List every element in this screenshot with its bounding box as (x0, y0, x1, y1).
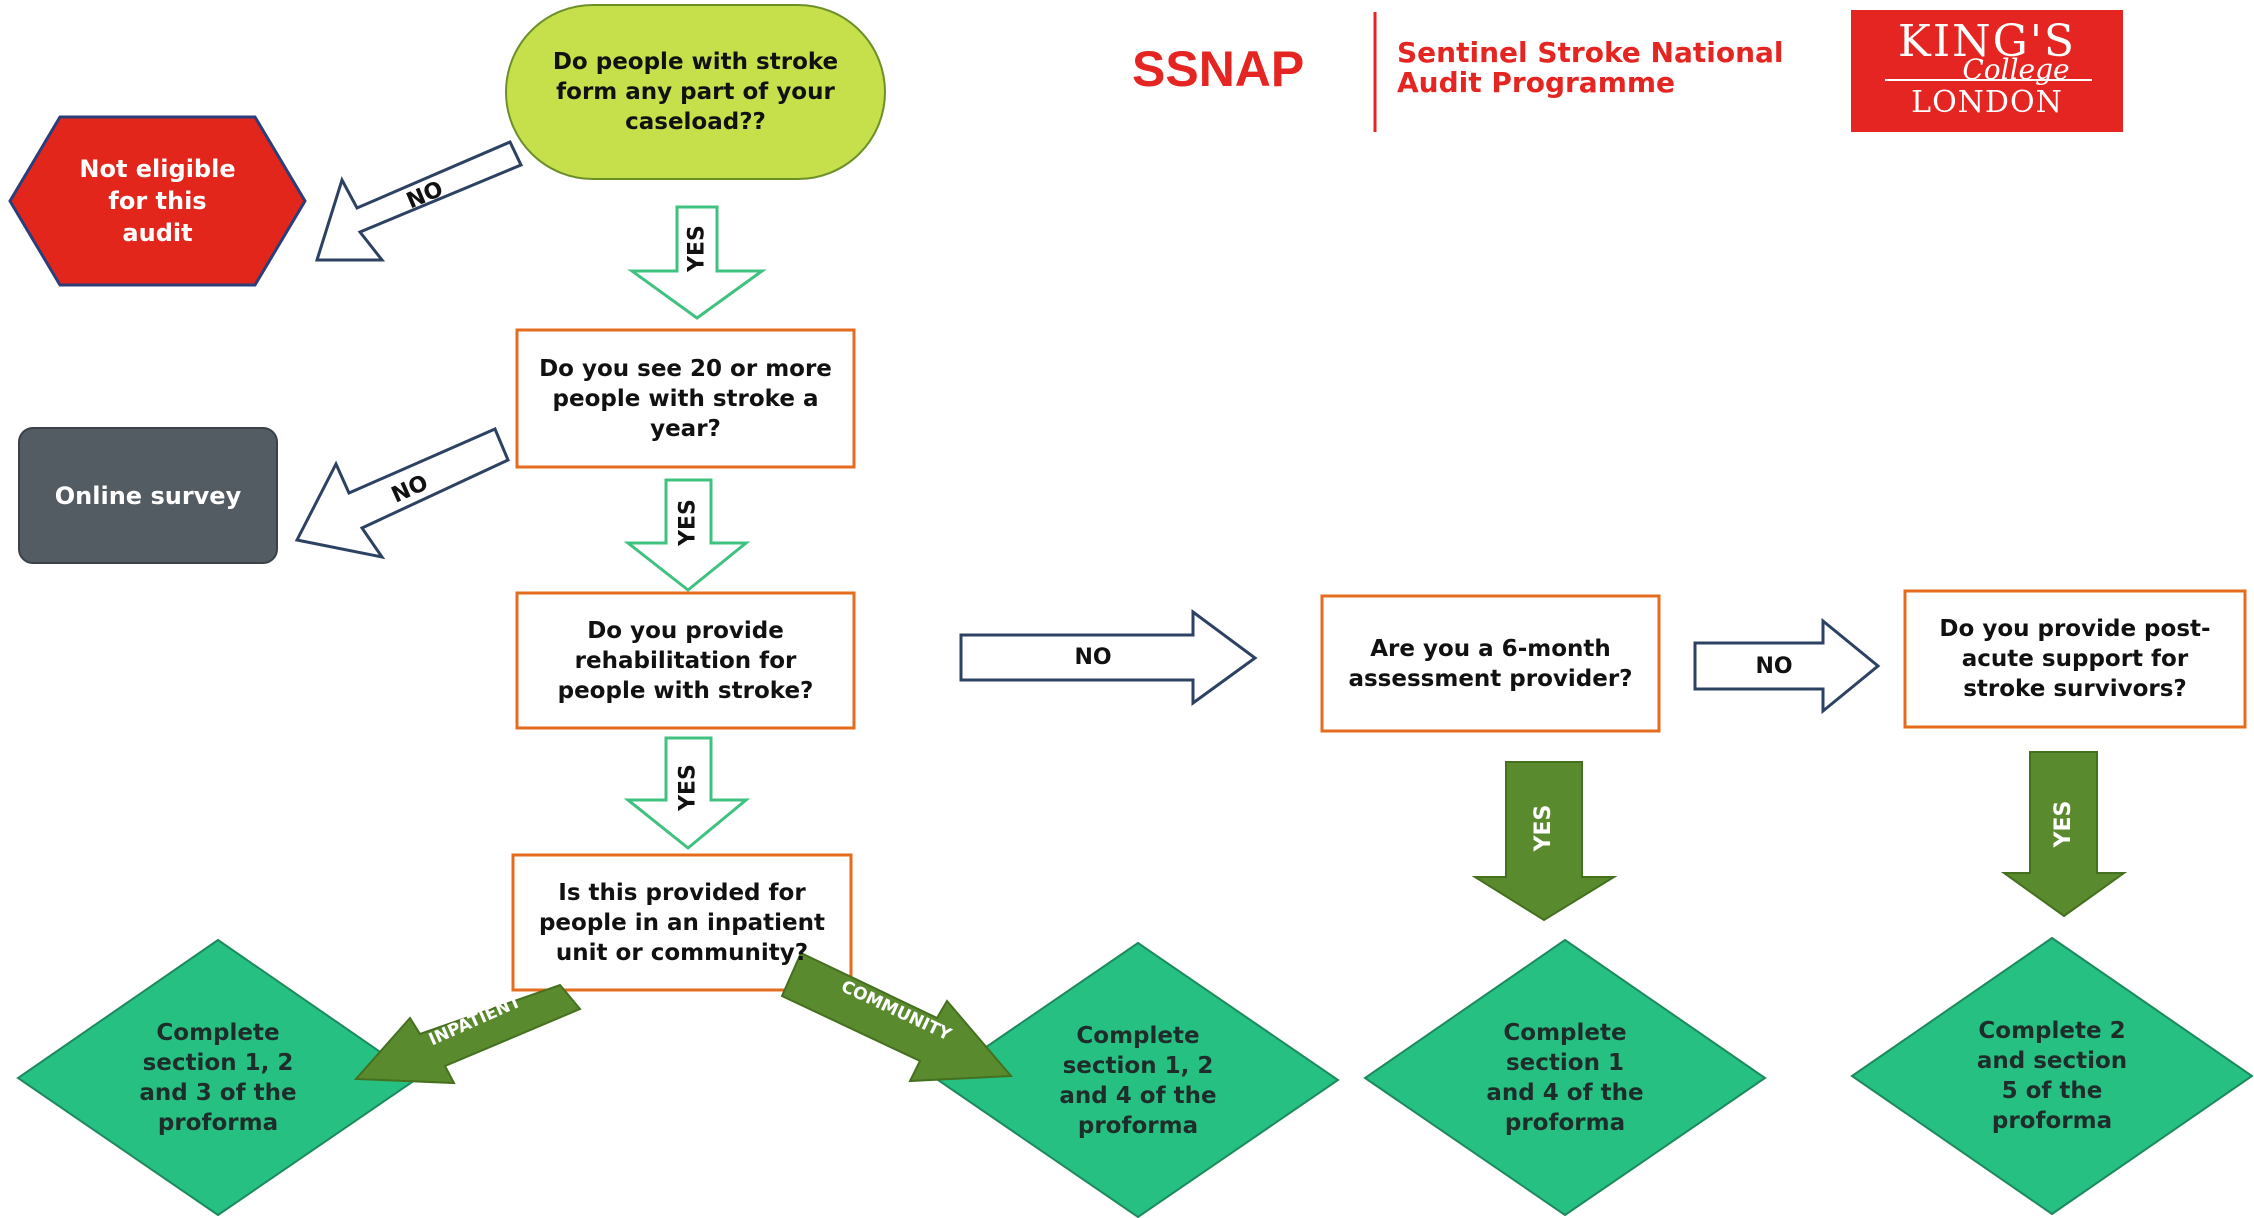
kings-logo-line-1: KING'S (1897, 16, 2077, 67)
yes-label-first: YES (684, 225, 710, 272)
no-arrow-post-acute (1693, 617, 1881, 715)
outcome-post-acute-text: Complete 2 and section 5 of the proforma (1976, 1018, 2128, 1134)
programme-name: Sentinel Stroke National Audit Programme (1397, 38, 1784, 98)
start-question-text: Do people with stroke form any part of y… (552, 49, 839, 135)
question-six-month-text: Are you a 6-month assessment provider? (1348, 635, 1633, 692)
kings-college-logo: KING'S College LONDON (1851, 10, 2123, 132)
yes-label-six-month: YES (1531, 804, 1556, 852)
question-box-twenty (515, 328, 856, 469)
question-rehabilitation: Do you provide rehabilitation for people… (517, 593, 854, 728)
programme-line-1: Sentinel Stroke National (1397, 36, 1784, 69)
question-twenty-per-year: Do you see 20 or more people with stroke… (517, 330, 854, 467)
kings-logo-line-3: LONDON (1911, 85, 2063, 120)
question-inpatient-or-community: Is this provided for people in an inpati… (513, 855, 851, 990)
yes-arrow-first (627, 205, 767, 320)
outcome-inpatient-text: Complete section 1, 2 and 3 of the profo… (139, 1020, 297, 1136)
not-eligible-label: Not eligible for this audit (40, 117, 275, 285)
outcome-community: Complete section 1, 2 and 4 of the profo… (1018, 1003, 1258, 1159)
outcome-post-acute: Complete 2 and section 5 of the proforma (1932, 998, 2172, 1154)
question-post-acute-text: Do you provide post- acute support for s… (1939, 616, 2211, 702)
start-shape (505, 4, 886, 180)
yes-label-post-acute: YES (2051, 800, 2076, 848)
outcome-inpatient: Complete section 1, 2 and 3 of the profo… (98, 1000, 338, 1156)
programme-line-2: Audit Programme (1397, 66, 1676, 99)
no-arrow-six-month (959, 609, 1258, 706)
yes-label-third: YES (675, 764, 701, 811)
outcome-six-month-text: Complete section 1 and 4 of the proforma (1486, 1020, 1644, 1136)
outcome-six-month: Complete section 1 and 4 of the proforma (1445, 1000, 1685, 1156)
online-survey-text: Online survey (54, 481, 242, 510)
outcome-diamond-inpatient (16, 938, 420, 1217)
outcome-diamond-post-acute (1850, 936, 2254, 1216)
inpatient-arrow (353, 983, 582, 1085)
question-box-six-month (1320, 594, 1661, 733)
online-survey-label: Online survey (19, 428, 277, 563)
no-label-six-month: NO (1074, 645, 1112, 670)
kings-college-logo-box (1851, 10, 2123, 132)
yes-arrow-six-month (1471, 761, 1618, 922)
question-rehab-text: Do you provide rehabilitation for people… (557, 617, 814, 704)
ssnap-logo-text: SSNAP (1132, 41, 1305, 97)
online-survey-box (18, 427, 278, 564)
question-setting-text: Is this provided for people in an inpati… (538, 879, 826, 966)
start-question: Do people with stroke form any part of y… (506, 5, 885, 179)
no-label-post-acute: NO (1755, 654, 1793, 679)
question-box-rehab (515, 591, 856, 730)
no-arrow-online-survey (294, 427, 510, 560)
question-box-post-acute (1903, 589, 2247, 729)
outcome-diamond-community (936, 941, 1340, 1218)
outcome-community-text: Complete section 1, 2 and 4 of the profo… (1059, 1023, 1217, 1139)
not-eligible-hexagon (8, 115, 307, 287)
no-arrow-not-eligible (314, 140, 524, 262)
question-twenty-text: Do you see 20 or more people with stroke… (539, 355, 832, 442)
yes-arrow-post-acute (2000, 751, 2128, 918)
yes-arrow-third (623, 736, 751, 850)
not-eligible-text: Not eligible for this audit (79, 155, 236, 247)
outcome-diamond-six-month (1363, 938, 1767, 1217)
kings-logo-line-2: College (1962, 53, 2070, 86)
ssnap-logo: SSNAP (1132, 38, 1338, 100)
question-post-acute: Do you provide post- acute support for s… (1905, 591, 2245, 727)
yes-arrow-second (623, 478, 751, 592)
community-arrow (780, 951, 1014, 1083)
question-six-month: Are you a 6-month assessment provider? (1322, 596, 1659, 731)
yes-label-second: YES (675, 499, 701, 546)
